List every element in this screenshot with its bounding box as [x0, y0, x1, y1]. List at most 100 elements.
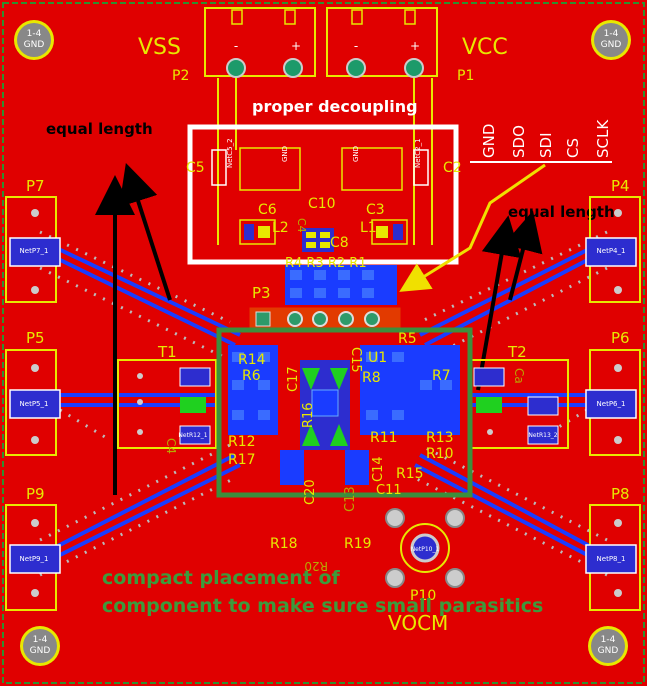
c14-label: C14 [371, 456, 386, 482]
svg-text:GND: GND [30, 646, 51, 656]
svg-text:-: - [354, 39, 358, 53]
c3-label: C3 [366, 202, 385, 218]
c17-label: C17 [286, 366, 301, 392]
r20-label: R20 [304, 559, 328, 573]
r4-r1-label: R4 R3 R2 R1 [285, 256, 367, 271]
svg-text:NetR12_1: NetR12_1 [178, 432, 207, 439]
svg-text:SDI: SDI [537, 133, 555, 159]
mount-hole-bottom-right: 1-4 GND [588, 626, 628, 666]
svg-text:GND: GND [480, 124, 498, 158]
t1-label: T1 [157, 343, 177, 361]
transformer-t1: NetR12_1 [117, 359, 217, 449]
connector-p5: NetP5_1 [5, 349, 61, 456]
svg-text:GND: GND [601, 40, 622, 50]
p3-label: P3 [252, 284, 271, 302]
p9-label: P9 [26, 485, 45, 503]
p4-label: P4 [611, 177, 630, 195]
decoupling-highlight-box [187, 124, 459, 265]
svg-text:GND: GND [24, 40, 45, 50]
r7-label: R7 [432, 368, 451, 384]
r13-label: R13 [426, 430, 454, 446]
svg-text:NetP6_1: NetP6_1 [597, 400, 626, 408]
compact-annotation-line1: compact placement of [102, 567, 341, 589]
r6-label: R6 [242, 368, 261, 384]
connector-p1: - + [326, 7, 438, 78]
equal-length-arrow-right-1 [476, 215, 522, 391]
connector-p10: NetP10_1 [385, 508, 465, 588]
connector-p7: NetP7_1 [5, 196, 61, 303]
p6-label: P6 [611, 329, 630, 347]
svg-text:NetP5_1: NetP5_1 [20, 400, 49, 408]
svg-text:NetP8_1: NetP8_1 [597, 555, 626, 563]
p1-label: P1 [457, 68, 474, 84]
p5-label: P5 [26, 329, 45, 347]
svg-text:NetP7_1: NetP7_1 [20, 247, 49, 255]
p8-label: P8 [611, 485, 630, 503]
r16-label: R16 [301, 402, 316, 428]
mount-hole-top-left: 1-4 GND [14, 20, 54, 60]
c10-label: C10 [308, 196, 336, 212]
r14-label: R14 [238, 352, 266, 368]
spi-header-labels: GND SDO SDI CS SCLK [480, 119, 612, 158]
connector-p6: NetP6_1 [585, 349, 641, 456]
p10-label: P10 [410, 588, 436, 604]
r19-label: R19 [344, 536, 372, 552]
c15-label: C15 [348, 347, 363, 373]
c13-label: C13 [343, 486, 358, 512]
r5-label: R5 [398, 331, 417, 347]
c4-label: C4 [295, 218, 308, 233]
c2-label: C2 [443, 160, 462, 176]
resistor-array [285, 265, 397, 305]
vcc-label: VCC [462, 35, 508, 60]
svg-text:NetP10_1: NetP10_1 [411, 546, 440, 553]
c20-label: C20 [303, 479, 318, 505]
svg-text:GND: GND [281, 146, 289, 162]
compact-placement-box [216, 327, 473, 498]
svg-text:-: - [234, 39, 238, 53]
t2-label: T2 [507, 343, 527, 361]
u1-label: U1 [368, 350, 387, 366]
c8-label: C8 [330, 235, 349, 251]
via-fence [39, 230, 608, 577]
svg-text:+: + [410, 39, 420, 53]
connector-p9: NetP9_1 [5, 504, 61, 611]
spi-arrow [399, 163, 546, 292]
connector-p4: NetP4_1 [585, 196, 641, 303]
svg-text:GND: GND [352, 146, 360, 162]
r18-label: R18 [270, 536, 298, 552]
mount-hole-top-right: 1-4 GND [591, 20, 631, 60]
l1-label: L1 [360, 220, 377, 236]
r17-label: R17 [228, 452, 256, 468]
l2-label: L2 [272, 220, 289, 236]
svg-text:NetC5_2: NetC5_2 [226, 138, 234, 168]
p2-label: P2 [172, 68, 189, 84]
svg-text:1-4: 1-4 [33, 635, 48, 645]
svg-text:SCLK: SCLK [594, 119, 612, 158]
decoupling-block: NetC5_2 NetC2_1 GND GND [211, 138, 429, 252]
ca-silk: Ca [512, 368, 526, 384]
svg-text:NetC2_1: NetC2_1 [414, 138, 422, 168]
svg-text:1-4: 1-4 [601, 635, 616, 645]
equal-length-left-annotation: equal length [46, 120, 153, 138]
svg-text:1-4: 1-4 [27, 29, 42, 39]
svg-text:NetP4_1: NetP4_1 [597, 247, 626, 255]
svg-text:+: + [291, 39, 301, 53]
svg-text:SDO: SDO [510, 125, 528, 158]
r8-label: R8 [362, 370, 381, 386]
vss-label: VSS [138, 35, 181, 60]
equal-length-arrow-right-2 [503, 210, 543, 301]
vocm-label: VOCM [388, 611, 448, 635]
c1-silk: C4 [164, 438, 178, 454]
p7-label: P7 [26, 177, 45, 195]
svg-text:NetR13_2: NetR13_2 [528, 432, 557, 439]
r15-label: R15 [396, 466, 424, 482]
r11-label: R11 [370, 430, 398, 446]
r10-label: R10 [426, 446, 454, 462]
equal-length-right-annotation: equal length [508, 203, 615, 221]
mount-hole-bottom-left: 1-4 GND [20, 626, 60, 666]
svg-text:1-4: 1-4 [604, 29, 619, 39]
c5-label: C5 [186, 160, 205, 176]
connector-p8: NetP8_1 [585, 504, 641, 611]
